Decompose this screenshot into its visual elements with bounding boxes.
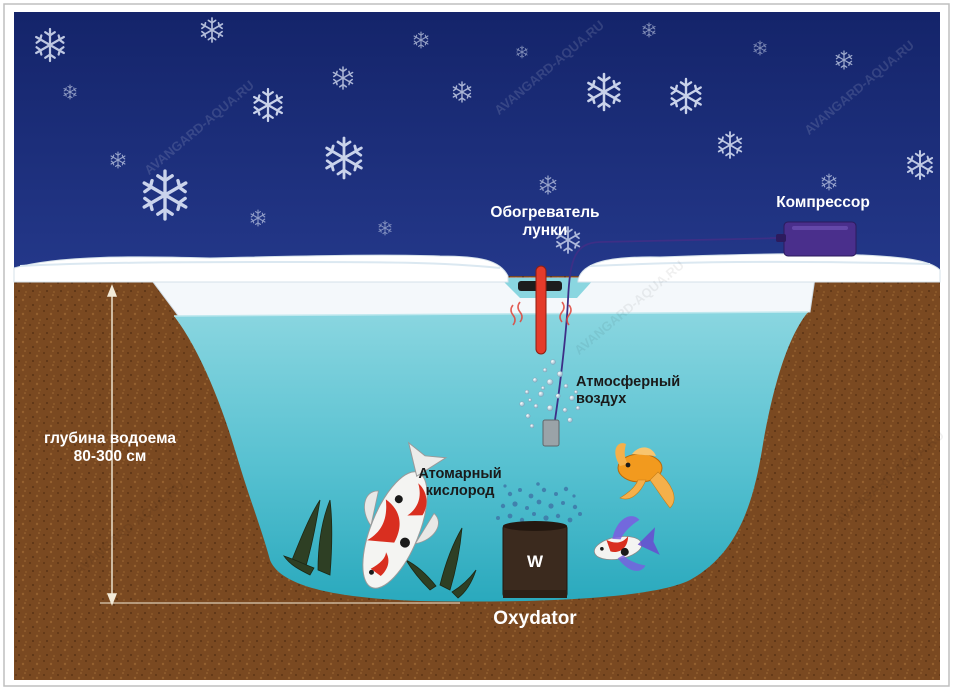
- oxydator-w-label: W: [526, 552, 544, 571]
- goldfish-icon: [615, 443, 675, 509]
- heater-label-line1: Обогреватель: [490, 204, 600, 221]
- air-label: Атмосферный воздух: [576, 374, 680, 407]
- oxydator-icon: [502, 521, 568, 598]
- depth-label-line2: 80-300 см: [73, 447, 147, 465]
- small-fish-icon: [593, 516, 660, 571]
- oxygen-bubbles: [496, 482, 582, 523]
- air-label-line2: воздух: [576, 390, 627, 407]
- air-bubbles: [519, 359, 581, 429]
- depth-arrow: [100, 284, 460, 606]
- koi-icon: [362, 441, 448, 589]
- air-label-line1: Атмосферный: [576, 374, 681, 390]
- depth-label-line1: глубина водоема: [44, 430, 176, 447]
- compressor-icon: [776, 221, 857, 257]
- oxydator-label: Oxydator: [493, 608, 577, 629]
- heater-label-line2: лунки: [522, 221, 568, 239]
- air-stone-icon: [542, 419, 560, 447]
- snow-left: [13, 254, 509, 283]
- oxygen-label-line1: Атомарный: [418, 466, 502, 482]
- heater-icon: [510, 265, 572, 355]
- oxygen-label: Атомарный кислород: [400, 466, 520, 499]
- pond-water: [174, 312, 808, 602]
- water-plant-icon: [283, 499, 477, 599]
- compressor-label: Компрессор: [776, 194, 870, 211]
- depth-label: глубина водоема 80-300 см: [30, 430, 190, 466]
- snow-right: [577, 253, 941, 283]
- heater-label: Обогреватель лунки: [470, 204, 620, 240]
- oxygen-label-line2: кислород: [425, 482, 495, 499]
